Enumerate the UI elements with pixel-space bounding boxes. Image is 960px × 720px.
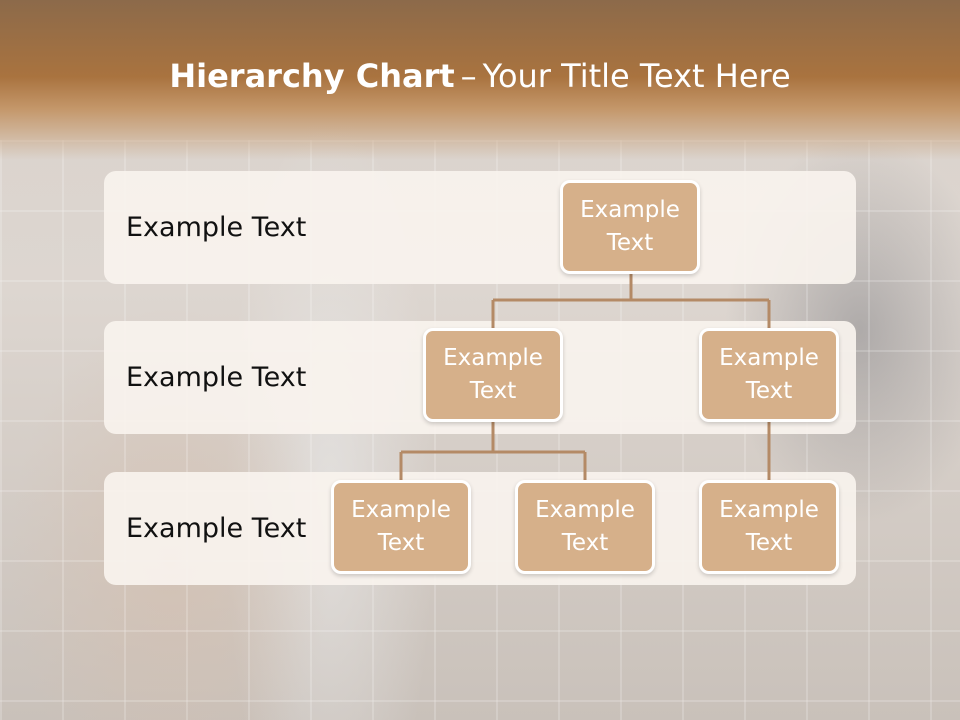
title-separator: – <box>460 57 477 95</box>
slide-title: Hierarchy Chart–Your Title Text Here <box>0 56 960 96</box>
row-label-3: Example Text <box>126 513 307 544</box>
title-bold: Hierarchy Chart <box>169 57 455 95</box>
connector-left-to-children <box>399 421 587 482</box>
title-band <box>0 0 960 160</box>
row-label-2: Example Text <box>126 362 307 393</box>
node-level3-b[interactable]: Example Text <box>515 480 655 574</box>
node-level3-a-label: Example Text <box>351 497 451 556</box>
node-root-label: Example Text <box>580 197 680 256</box>
node-root[interactable]: Example Text <box>560 180 700 274</box>
node-level3-c-label: Example Text <box>719 497 819 556</box>
node-level3-c[interactable]: Example Text <box>699 480 839 574</box>
node-level2-left[interactable]: Example Text <box>423 328 563 422</box>
title-rest: Your Title Text Here <box>482 57 791 95</box>
connector-root-to-level2 <box>491 274 771 330</box>
node-level3-b-label: Example Text <box>535 497 635 556</box>
node-level2-right-label: Example Text <box>719 345 819 404</box>
node-level3-a[interactable]: Example Text <box>331 480 471 574</box>
level-row-1: Example Text <box>104 171 856 284</box>
node-level2-left-label: Example Text <box>443 345 543 404</box>
row-label-1: Example Text <box>126 212 307 243</box>
node-level2-right[interactable]: Example Text <box>699 328 839 422</box>
